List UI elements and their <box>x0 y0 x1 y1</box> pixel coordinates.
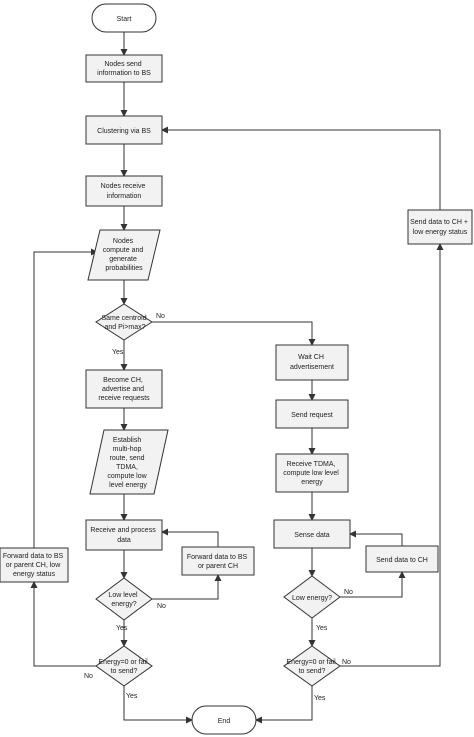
edge-decision-no-to-wait <box>152 321 316 346</box>
label-no-low-left: No <box>157 603 166 610</box>
low-energy-right-diamond: Low energy? <box>283 575 341 619</box>
label-no-centroid: No <box>156 313 165 320</box>
energy-fail-left-label: Energy=0 or fail to send? <box>98 659 149 675</box>
energy-fail-left-diamond: Energy=0 or fail to send? <box>95 645 153 687</box>
start-terminal: Start <box>91 3 157 33</box>
edge-fail-left-no-to-forward-low <box>30 581 96 667</box>
end-terminal: End <box>191 705 257 735</box>
low-energy-left-diamond: Low level energy? <box>95 577 153 621</box>
edge-fail-right-yes-to-end <box>255 686 313 724</box>
edge-low-right-no-to-send-ch <box>340 571 406 598</box>
clustering-box: Clustering via BS <box>85 115 163 145</box>
receive-info-label: Nodes receive information <box>101 183 148 200</box>
send-info-bs-box: Nodes send information to BS <box>85 54 163 83</box>
compute-label: Nodes compute and generate probabilities <box>103 238 145 272</box>
forward-low-status-label: Forward data to BS or parent CH, low ene… <box>3 553 65 578</box>
wait-ch-box: Wait CH advertisement <box>275 344 349 381</box>
forward-bs-ch-box: Forward data to BS or parent CH <box>181 546 255 576</box>
nodes: Start Nodes send information to BS Clust… <box>0 3 473 735</box>
sense-data-label: Sense data <box>294 532 330 539</box>
energy-fail-right-label: Energy=0 or fail to send? <box>286 659 337 675</box>
receive-tdma-box: Receive TDMA, compute low level energy <box>275 453 349 493</box>
decision-centroid-label: Same centroid and Pi>max? <box>101 315 148 331</box>
label-no-fail-left: No <box>84 673 93 680</box>
end-label: End <box>218 718 231 725</box>
energy-fail-right-diamond: Energy=0 or fail to send? <box>283 645 341 687</box>
decision-centroid-diamond: Same centroid and Pi>max? <box>95 303 153 341</box>
label-yes-centroid: Yes <box>112 349 124 356</box>
send-data-ch-label: Send data to CH <box>376 557 428 564</box>
edge-labels: Yes No No Yes No Yes No Yes No Yes <box>84 313 353 702</box>
send-request-box: Send request <box>275 399 349 429</box>
send-data-ch-box: Send data to CH <box>365 545 439 573</box>
label-yes-low-right: Yes <box>316 625 328 632</box>
edges <box>30 32 444 724</box>
label-no-low-right: No <box>344 589 353 596</box>
edge-fail-left-yes-to-end <box>123 686 193 724</box>
edge-low-left-no-to-forward <box>152 574 222 600</box>
receive-info-box: Nodes receive information <box>85 175 163 207</box>
establish-label: Establish multi-hop route, send TDMA, co… <box>107 437 148 489</box>
send-info-bs-label: Nodes send information to BS <box>97 61 151 77</box>
become-ch-box: Become CH, advertise and receive request… <box>85 369 163 409</box>
receive-process-label: Receive and process data <box>90 527 157 544</box>
become-ch-label: Become CH, advertise and receive request… <box>98 377 150 402</box>
establish-parallelogram: Establish multi-hop route, send TDMA, co… <box>89 429 169 495</box>
sense-data-box: Sense data <box>273 519 351 549</box>
forward-low-status-box: Forward data to BS or parent CH, low ene… <box>0 547 69 583</box>
send-request-label: Send request <box>291 412 333 419</box>
label-yes-fail-right: Yes <box>314 695 326 702</box>
clustering-label: Clustering via BS <box>97 128 151 135</box>
forward-bs-ch-label: Forward data to BS or parent CH <box>187 554 249 570</box>
edge-forward-back-to-receive <box>161 528 219 547</box>
receive-tdma-label: Receive TDMA, compute low level energy <box>283 461 341 486</box>
compute-parallelogram: Nodes compute and generate probabilities <box>87 229 161 281</box>
send-ch-low-status-label: Send data to CH + low energy status <box>410 219 470 236</box>
send-ch-low-status-box: Send data to CH + low energy status <box>407 209 473 245</box>
label-yes-low-left: Yes <box>116 625 128 632</box>
label-yes-fail-left: Yes <box>126 693 138 700</box>
edge-send-status-to-clustering <box>161 126 441 210</box>
label-no-fail-right: No <box>342 659 351 666</box>
edge-send-ch-back-to-sense <box>349 530 403 546</box>
edge-fail-right-no-to-send-status <box>340 243 444 667</box>
start-label: Start <box>117 16 132 23</box>
low-energy-right-label: Low energy? <box>292 595 332 602</box>
low-energy-left-label: Low level energy? <box>108 592 139 608</box>
receive-process-box: Receive and process data <box>85 519 163 551</box>
wait-ch-label: Wait CH advertisement <box>290 354 334 371</box>
edge-forward-low-to-compute <box>33 248 98 548</box>
